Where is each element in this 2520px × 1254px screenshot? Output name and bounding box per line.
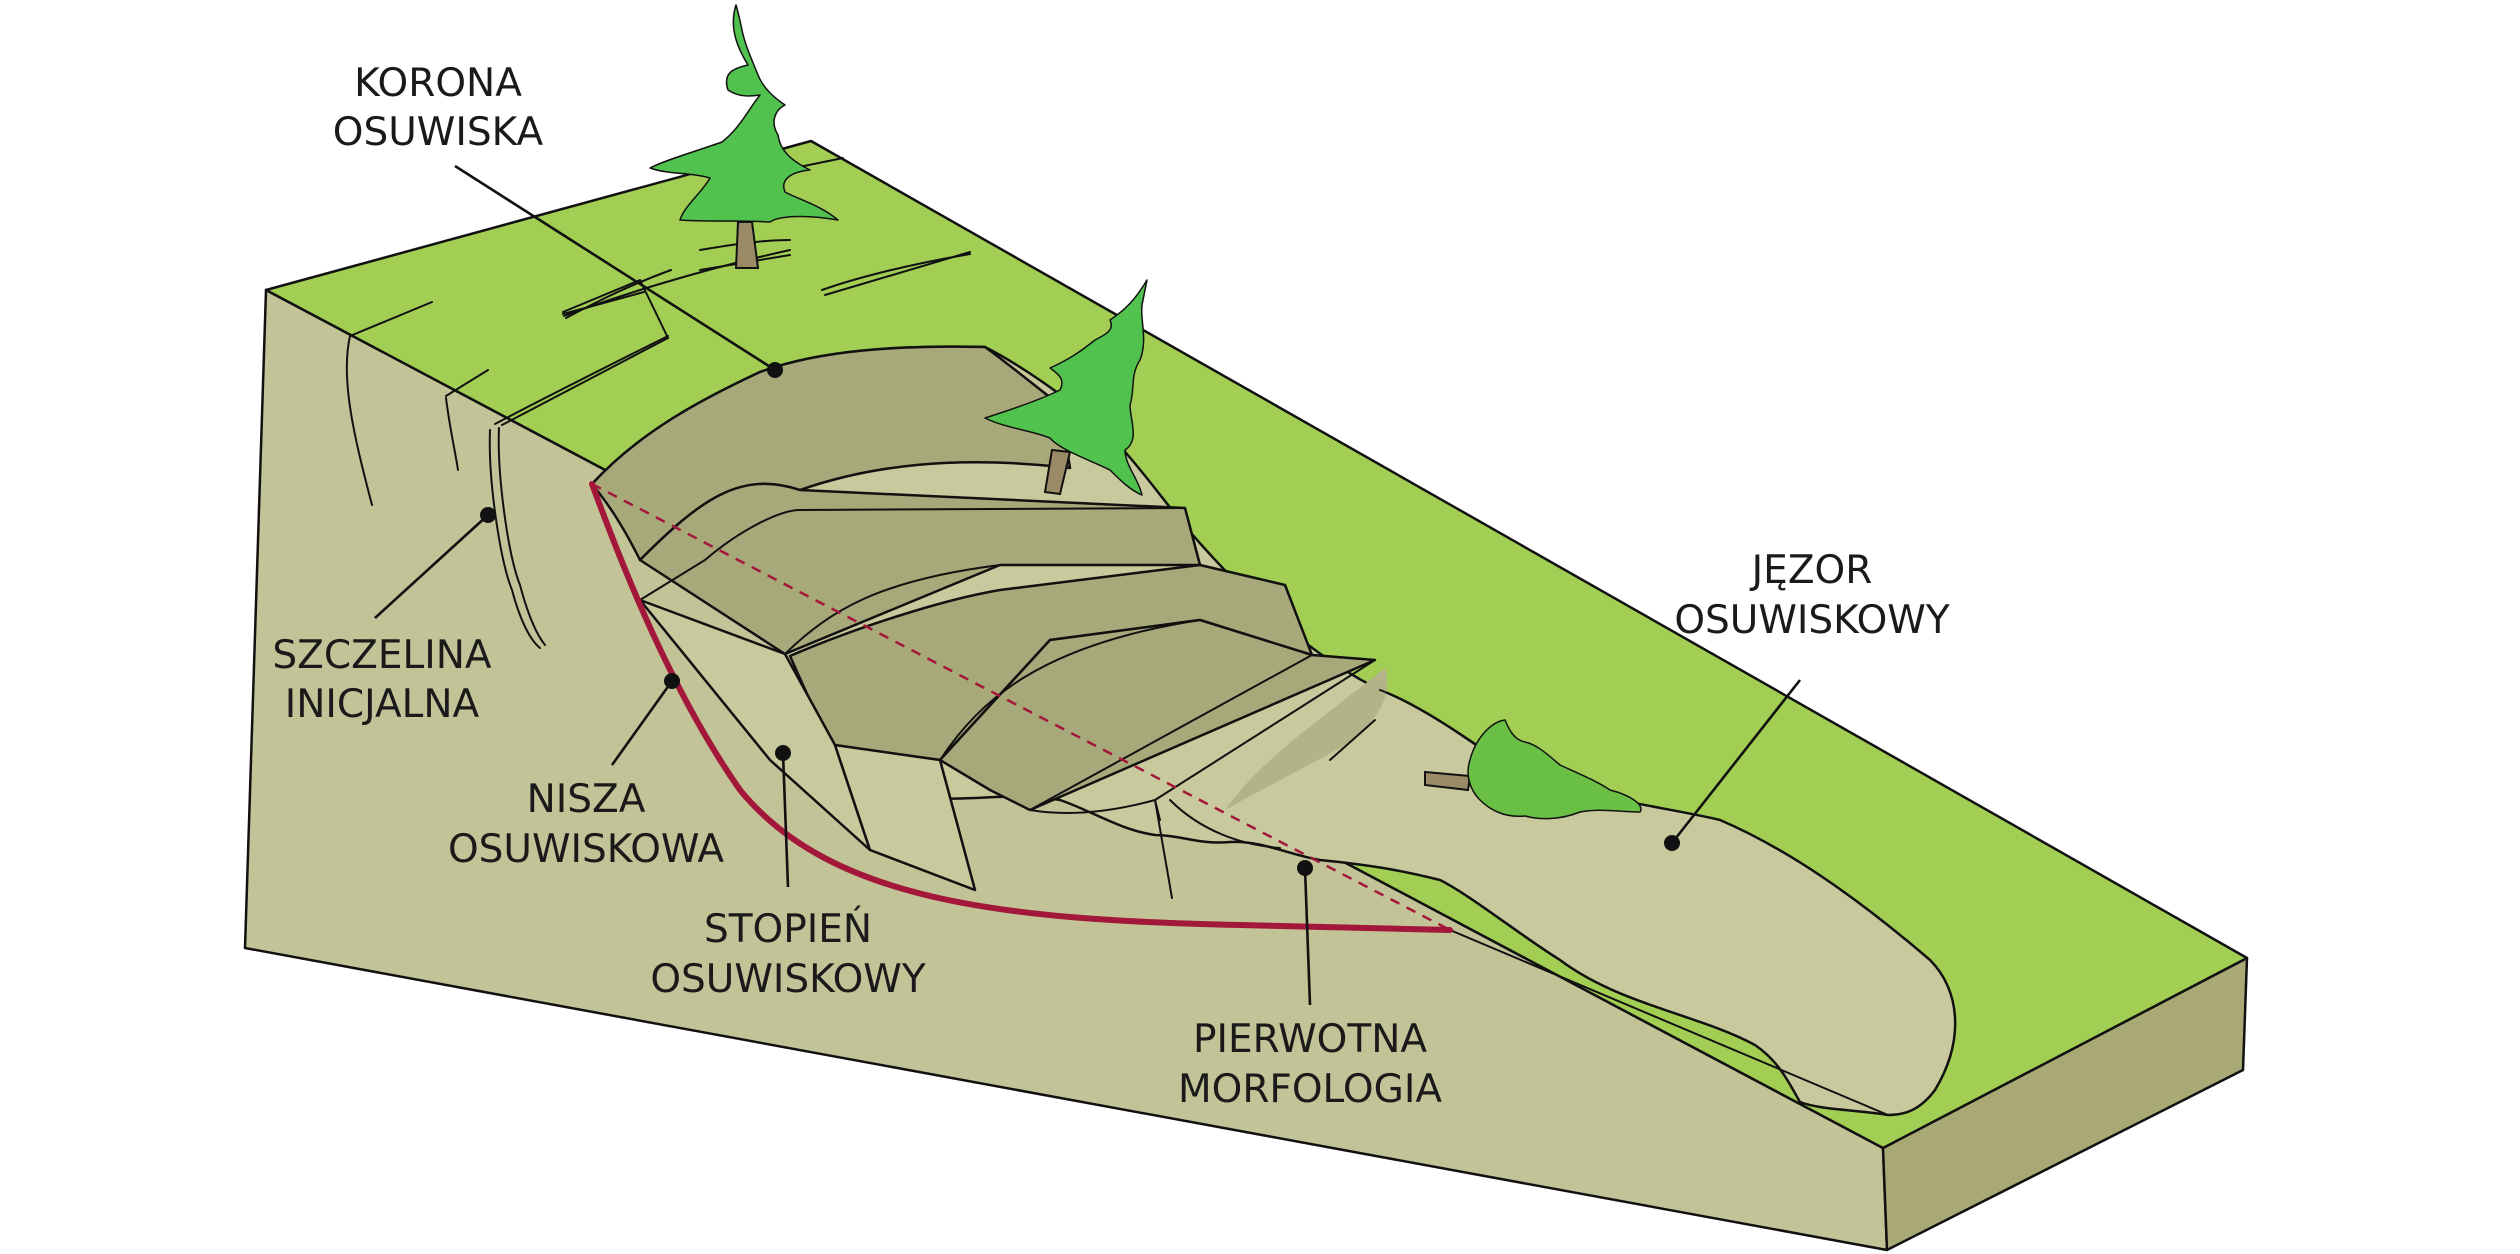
label-pierwotna-line2: MORFOLOGIA: [1178, 1067, 1442, 1112]
label-nisza-line2: OSUWISKOWA: [448, 827, 724, 872]
label-nisza-line1: NISZA: [527, 777, 646, 822]
label-korona-line1: KORONA: [354, 61, 522, 106]
label-szczelina-line2: INICJALNA: [285, 682, 480, 727]
label-stopien-line2: OSUWISKOWY: [650, 957, 926, 1002]
label-jezor-line2: OSUWISKOWY: [1674, 598, 1950, 643]
label-szczelina-line1: SZCZELINA: [272, 633, 491, 678]
label-stopien-line1: STOPIEŃ: [704, 905, 872, 952]
label-pierwotna-line1: PIERWOTNA: [1193, 1017, 1427, 1062]
label-jezor-line1: JĘZOR: [1749, 548, 1873, 593]
label-korona-line2: OSUWISKA: [333, 110, 544, 155]
